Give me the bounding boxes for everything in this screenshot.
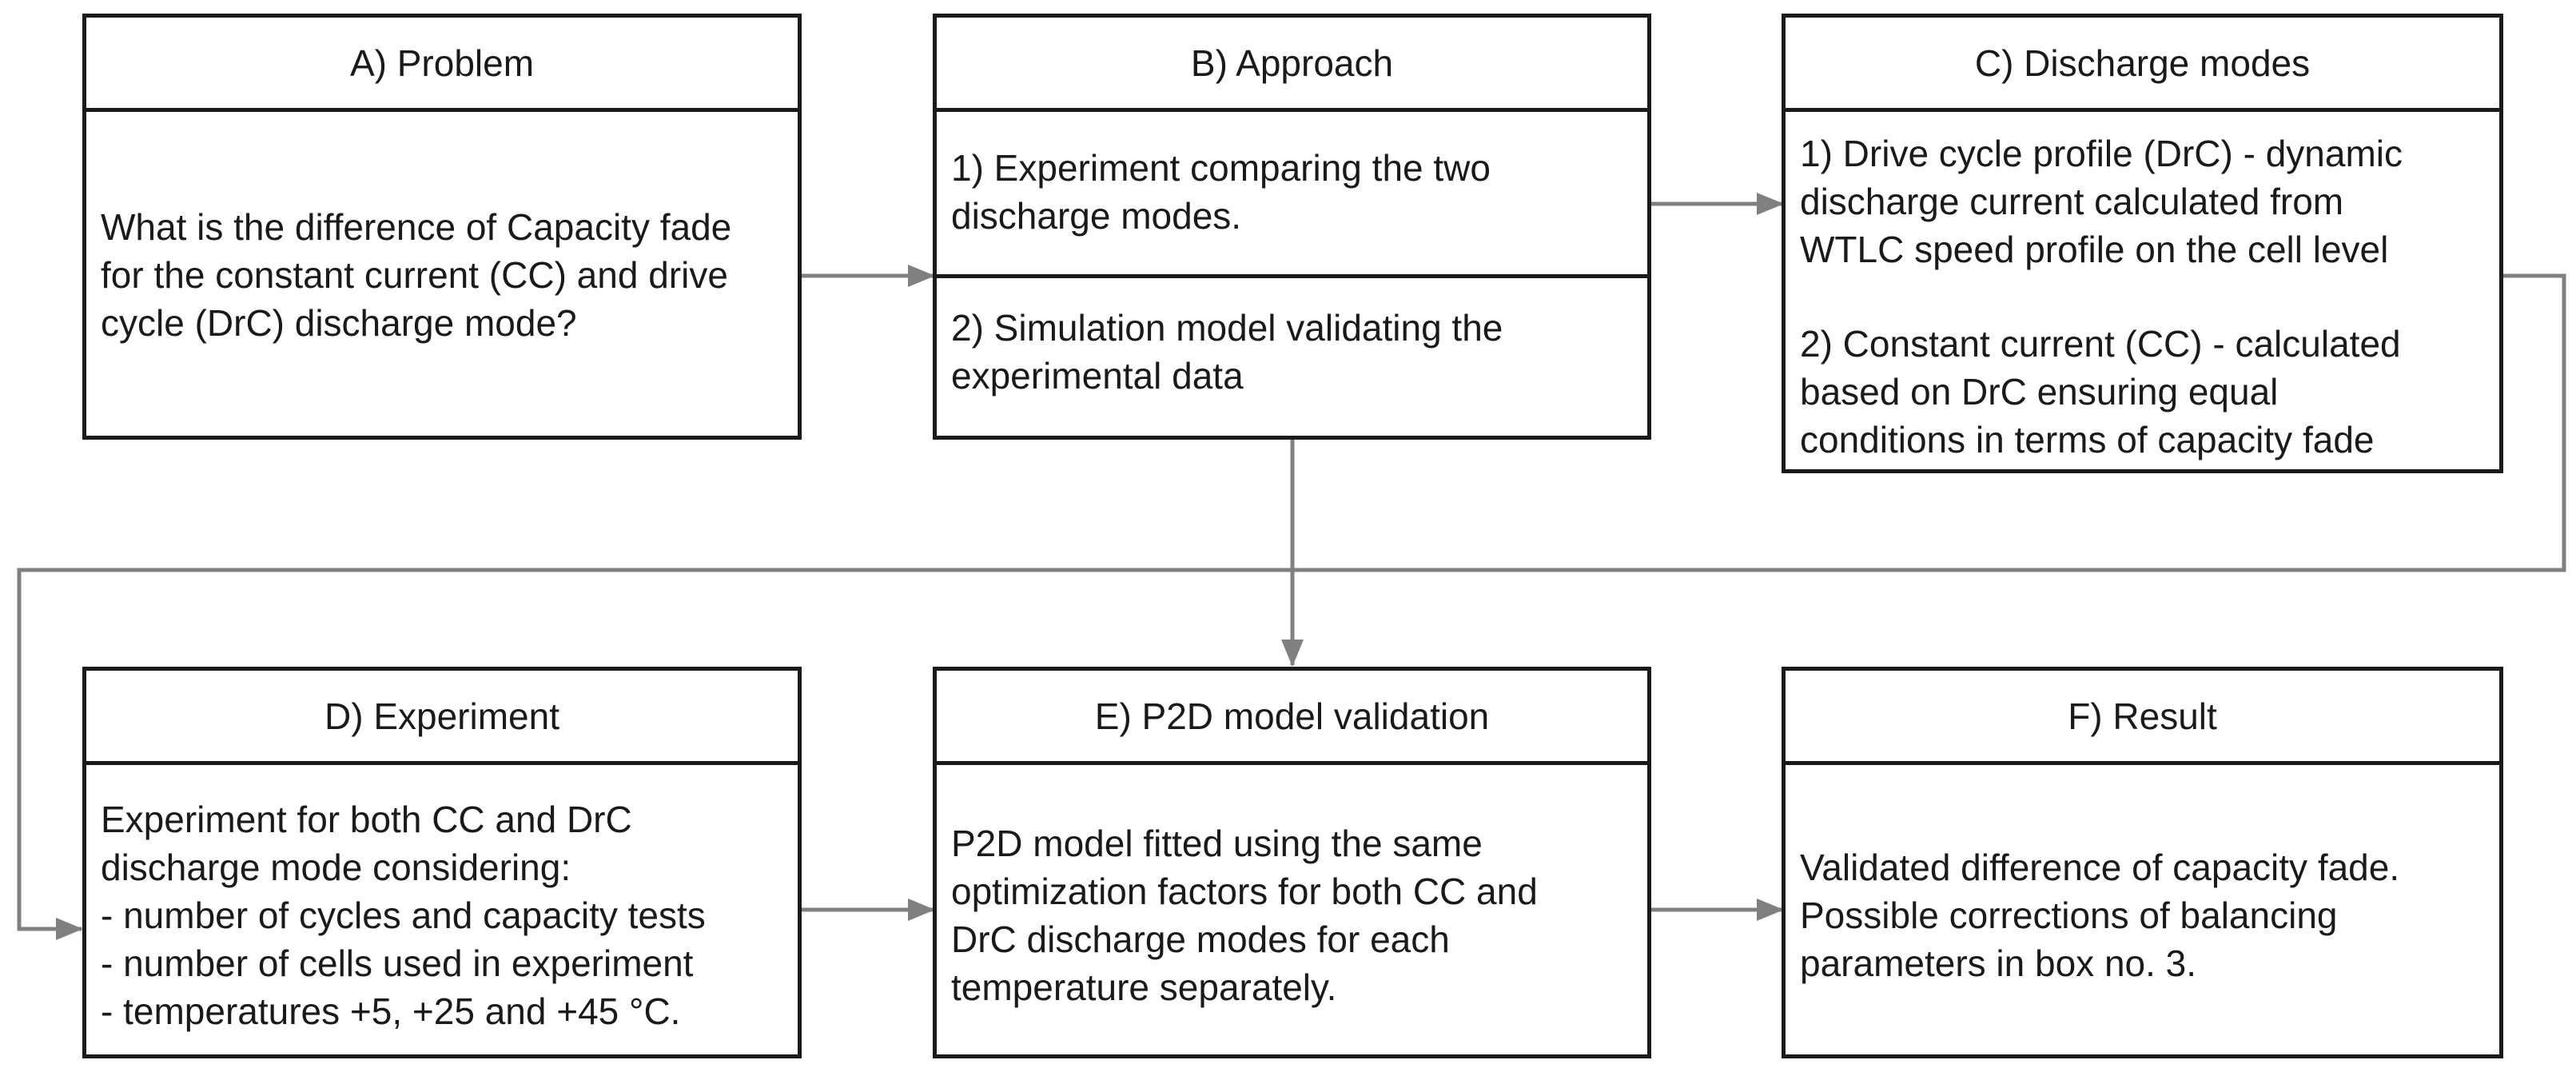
text-line: discharge current calculated from: [1800, 181, 2344, 222]
box-experiment-body: Experiment for both CC and DrC discharge…: [101, 795, 786, 1035]
text-line: cycle (DrC) discharge mode?: [101, 302, 577, 344]
box-result-title: F) Result: [1786, 671, 2499, 765]
text-line: DrC discharge modes for each: [951, 919, 1450, 960]
text-line: - number of cells used in experiment: [101, 942, 694, 984]
text-line: 1) Experiment comparing the two: [951, 147, 1491, 189]
box-approach-section-2: 2) Simulation model validating the exper…: [951, 304, 1636, 400]
text-line: conditions in terms of capacity fade: [1800, 419, 2375, 460]
text-line: parameters in box no. 3.: [1800, 942, 2197, 984]
box-result-body: Validated difference of capacity fade. P…: [1800, 843, 2488, 987]
text-line: 1) Drive cycle profile (DrC) - dynamic: [1800, 133, 2403, 174]
box-p2d-model-validation: E) P2D model validation P2D model fitted…: [933, 667, 1651, 1058]
text-line: 2) Constant current (CC) - calculated: [1800, 323, 2401, 365]
text-line: discharge mode considering:: [101, 847, 571, 888]
box-approach: B) Approach 1) Experiment comparing the …: [933, 14, 1651, 440]
text-line: discharge modes.: [951, 195, 1242, 237]
box-p2d-model-validation-body: P2D model fitted using the same optimiza…: [951, 819, 1636, 1011]
box-discharge-modes-body: 1) Drive cycle profile (DrC) - dynamic d…: [1800, 130, 2488, 464]
box-experiment-title: D) Experiment: [86, 671, 798, 765]
text-line: for the constant current (CC) and drive: [101, 254, 728, 296]
box-problem-body: What is the difference of Capacity fade …: [101, 203, 786, 347]
box-approach-divider: [937, 274, 1647, 278]
box-approach-title: B) Approach: [937, 18, 1647, 112]
text-line: based on DrC ensuring equal: [1800, 371, 2279, 412]
text-line: - number of cycles and capacity tests: [101, 895, 706, 936]
arrow-c-to-d: [17, 273, 2566, 940]
box-discharge-modes: C) Discharge modes 1) Drive cycle profil…: [1782, 14, 2503, 473]
text-line: P2D model fitted using the same: [951, 823, 1483, 864]
text-line: optimization factors for both CC and: [951, 871, 1538, 912]
text-line: temperature separately.: [951, 966, 1337, 1008]
box-problem: A) Problem What is the difference of Cap…: [82, 14, 802, 440]
text-line: Possible corrections of balancing: [1800, 895, 2338, 936]
text-line: What is the difference of Capacity fade: [101, 206, 732, 248]
text-line: experimental data: [951, 355, 1244, 397]
text-line: Validated difference of capacity fade.: [1800, 847, 2400, 888]
box-discharge-modes-title: C) Discharge modes: [1786, 18, 2499, 112]
box-experiment: D) Experiment Experiment for both CC and…: [82, 667, 802, 1058]
text-line: - temperatures +5, +25 and +45 °C.: [101, 990, 681, 1032]
box-p2d-model-validation-title: E) P2D model validation: [937, 671, 1647, 765]
box-approach-section-1: 1) Experiment comparing the two discharg…: [951, 144, 1636, 240]
box-problem-title: A) Problem: [86, 18, 798, 112]
text-line: 2) Simulation model validating the: [951, 307, 1503, 349]
box-result: F) Result Validated difference of capaci…: [1782, 667, 2503, 1058]
text-line: WTLC speed profile on the cell level: [1800, 229, 2389, 270]
text-line: Experiment for both CC and DrC: [101, 799, 632, 840]
